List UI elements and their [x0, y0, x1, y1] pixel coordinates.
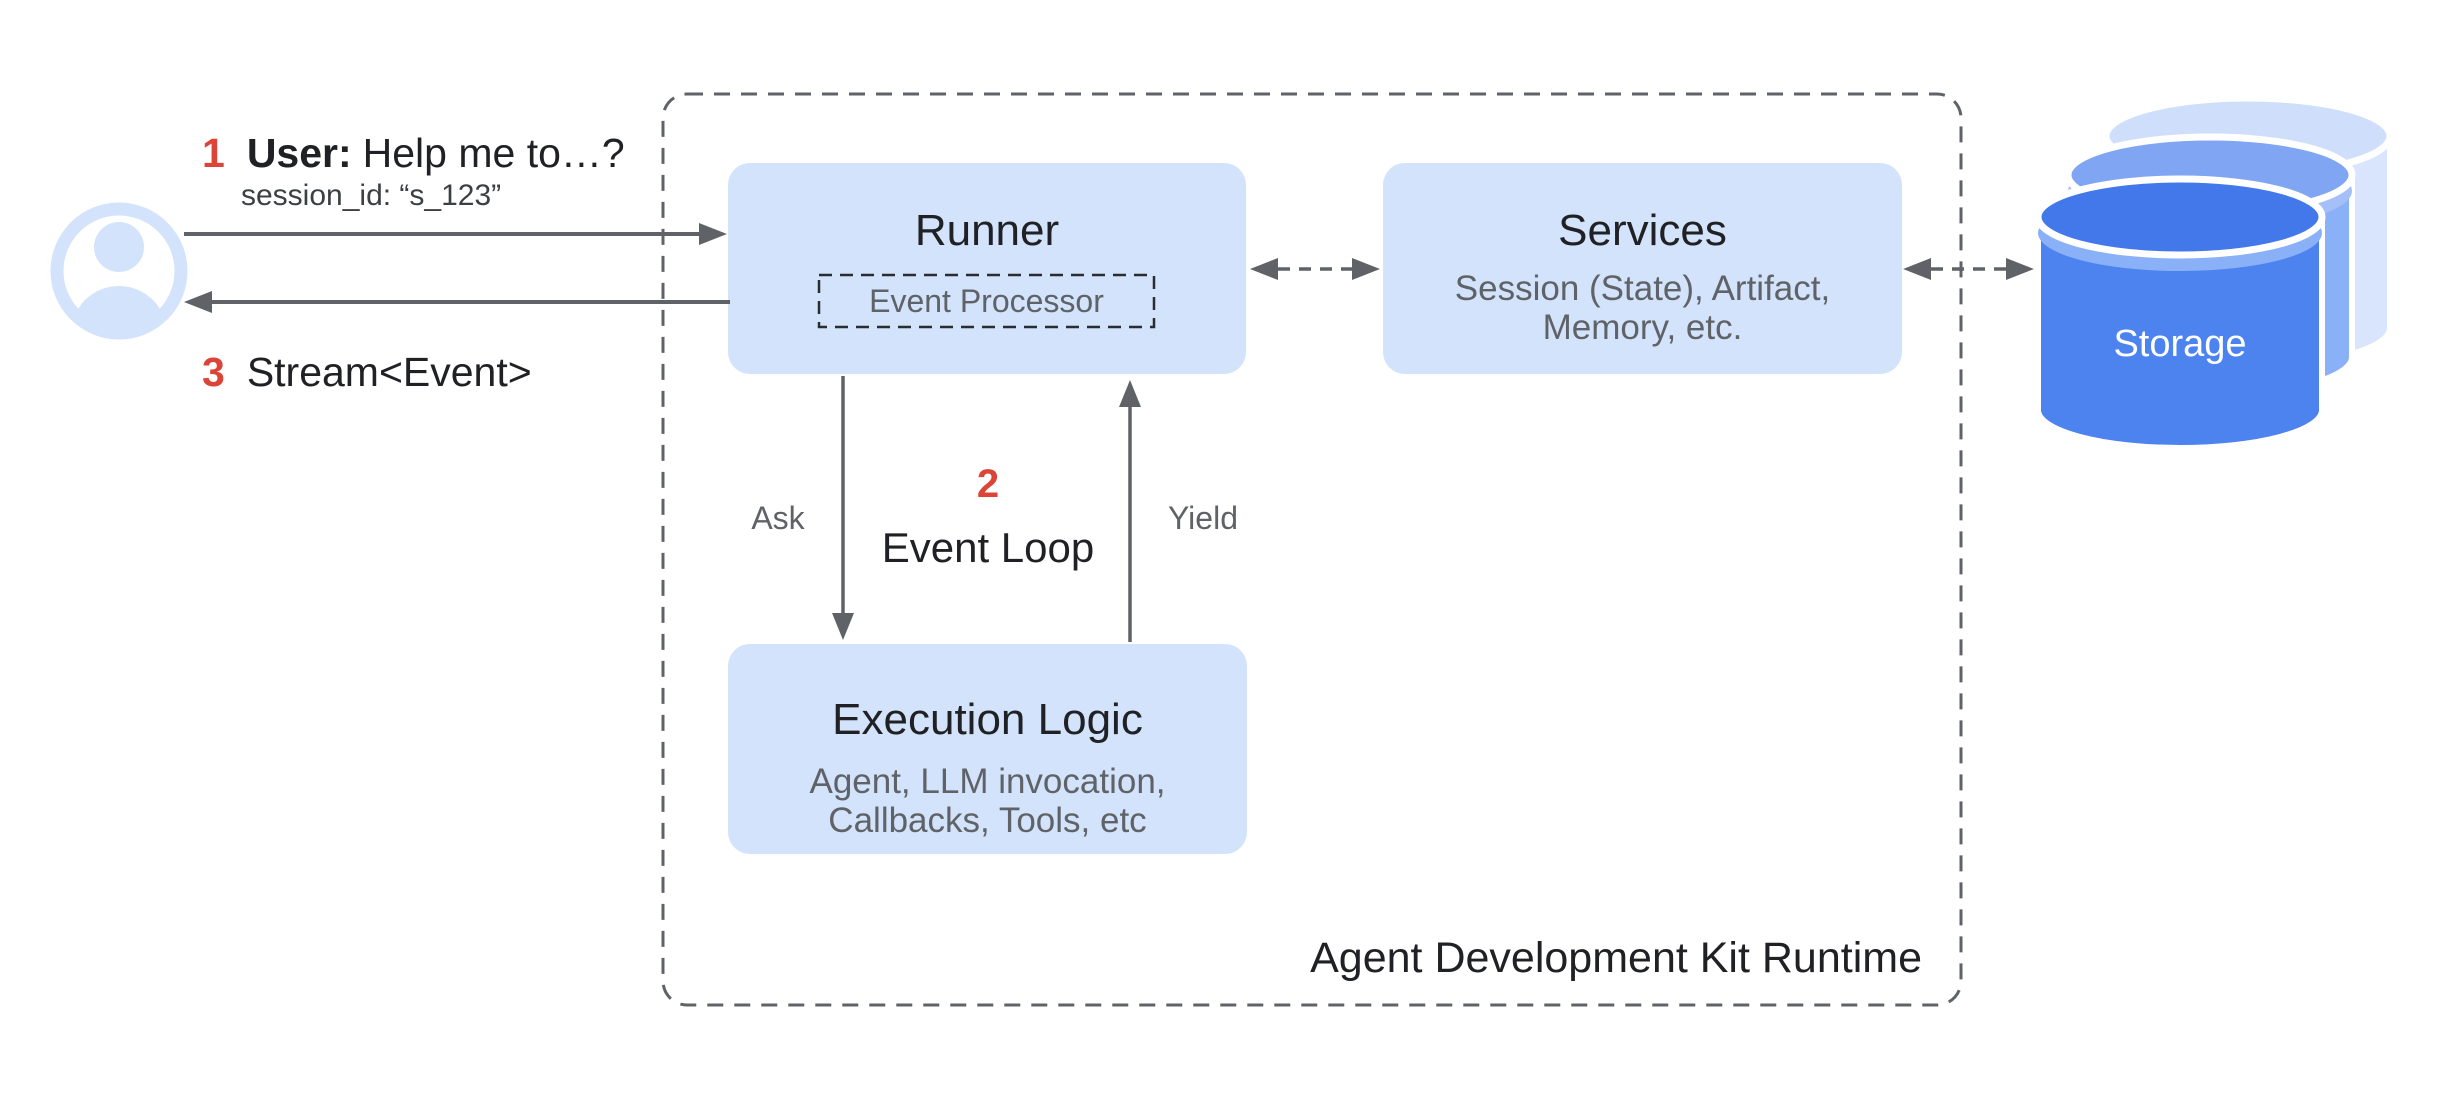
storage-cylinder-front	[2034, 175, 2326, 451]
yield-label: Yield	[1168, 500, 1238, 536]
avatar-head	[94, 222, 144, 272]
execution-logic-subtitle: Agent, LLM invocation, Callbacks, Tools,…	[728, 762, 1247, 840]
user-request-text: Help me to…?	[362, 130, 625, 176]
user-avatar-icon	[50, 202, 188, 340]
services-subtitle: Session (State), Artifact, Memory, etc.	[1383, 269, 1902, 347]
runner-box: Runner Event Processor	[728, 163, 1246, 374]
execution-logic-title: Execution Logic	[832, 695, 1143, 744]
ask-label: Ask	[751, 500, 805, 536]
storage-label: Storage	[2113, 323, 2246, 365]
step-number-3: 3	[202, 349, 225, 395]
user-to-runner-arrow	[184, 223, 727, 245]
runner-to-user-arrow	[184, 291, 730, 313]
execution-logic-subtitle-line1: Agent, LLM invocation,	[809, 762, 1166, 801]
services-subtitle-line1: Session (State), Artifact,	[1454, 269, 1831, 308]
services-title: Services	[1558, 206, 1727, 255]
execution-logic-subtitle-line2: Callbacks, Tools, etc	[828, 801, 1147, 840]
services-storage-arrow	[1903, 258, 2034, 280]
event-processor-label: Event Processor	[869, 282, 1104, 319]
storage-cylinder-middle	[2064, 133, 2356, 398]
user-request-label: 1 User: Help me to…?	[202, 130, 625, 177]
runner-services-arrow	[1250, 258, 1380, 280]
session-id-label: session_id: “s_123”	[241, 179, 502, 212]
yield-arrow	[1119, 380, 1141, 642]
stream-event-text: Stream<Event>	[246, 349, 532, 395]
services-box: Services Session (State), Artifact, Memo…	[1383, 163, 1902, 374]
storage-icon: Storage	[2034, 94, 2394, 451]
step-number-2: 2	[976, 462, 1000, 506]
runtime-container-label: Agent Development Kit Runtime	[1310, 934, 1922, 982]
user-request-prefix: User:	[246, 130, 352, 176]
stream-event-label: 3 Stream<Event>	[202, 349, 532, 396]
avatar-shoulders	[71, 286, 167, 327]
storage-cylinder-back	[2102, 94, 2394, 369]
execution-logic-box: Execution Logic Agent, LLM invocation, C…	[728, 644, 1247, 854]
step-number-1: 1	[202, 130, 225, 176]
runner-title: Runner	[914, 206, 1060, 255]
avatar-ring	[50, 202, 188, 340]
services-subtitle-line2: Memory, etc.	[1542, 308, 1743, 347]
event-loop-label: Event Loop	[881, 524, 1095, 571]
